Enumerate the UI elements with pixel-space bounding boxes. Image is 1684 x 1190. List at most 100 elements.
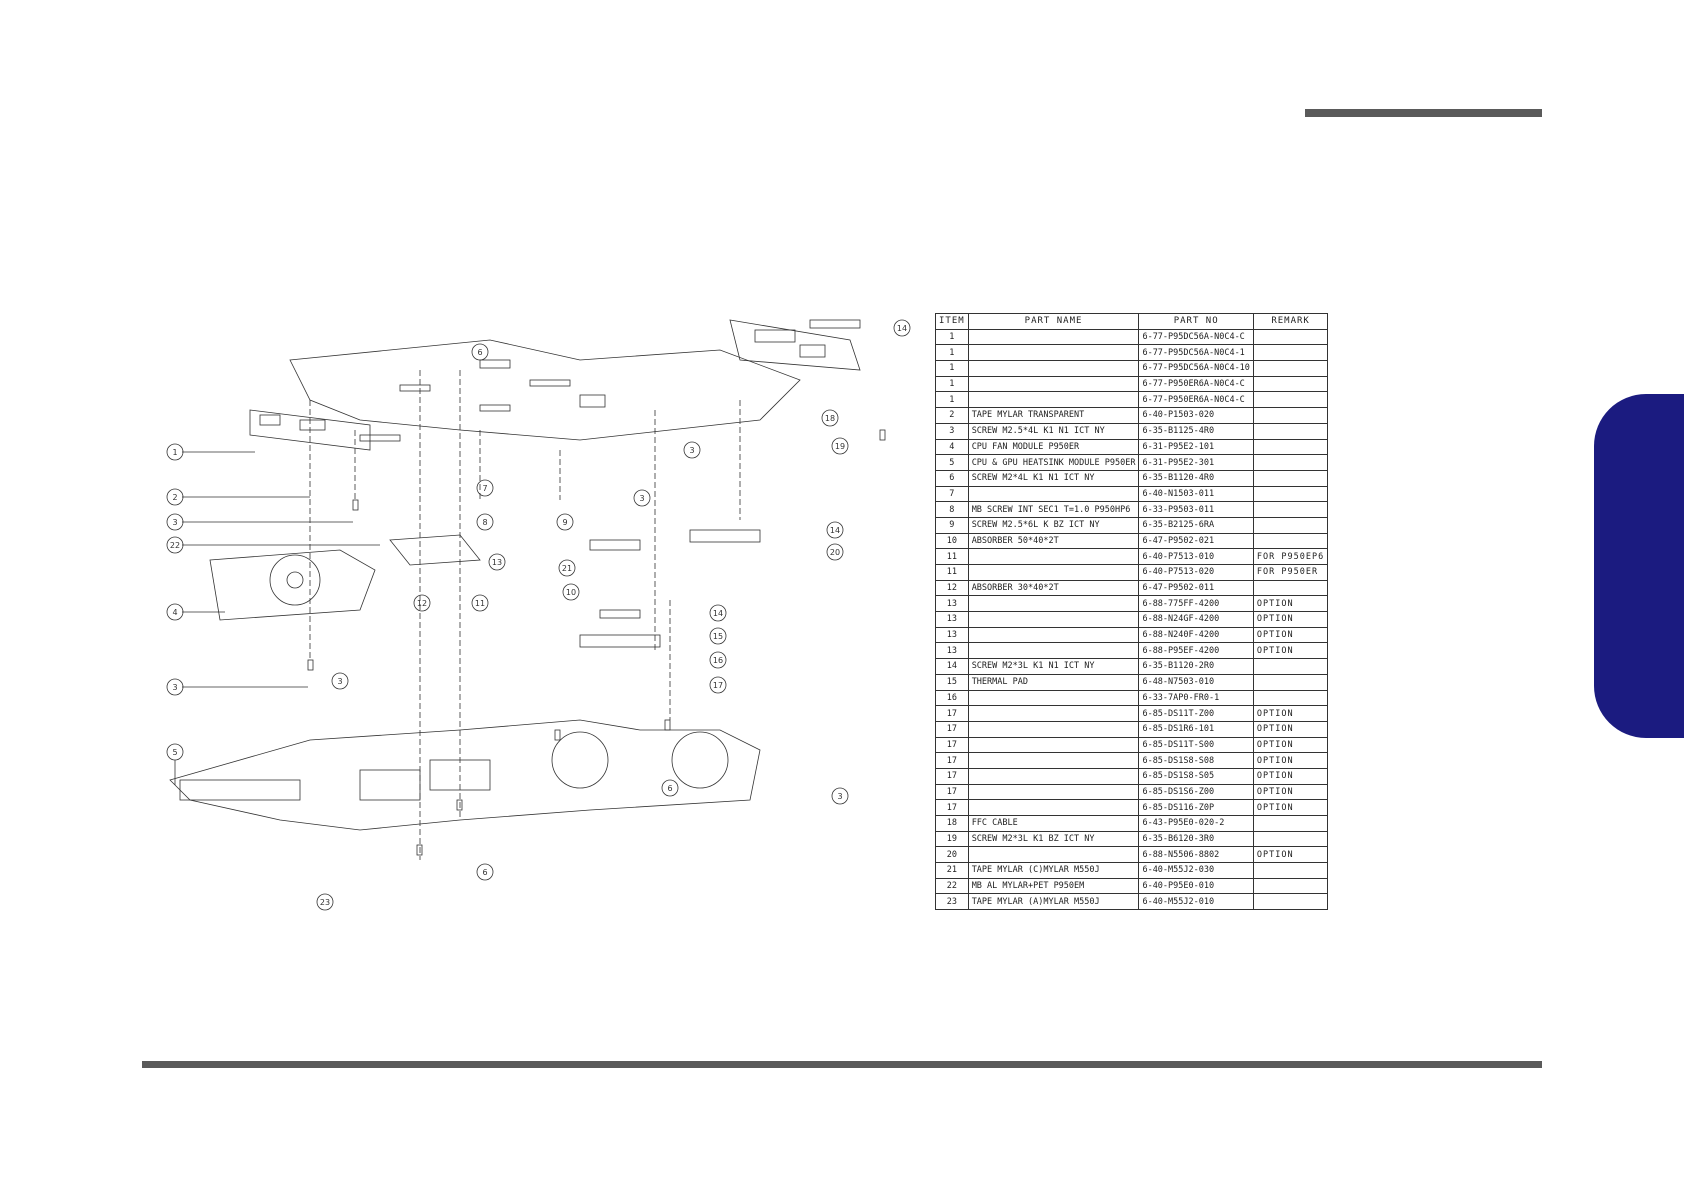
cell-item: 5	[935, 454, 969, 471]
callout-number: 14	[897, 324, 907, 333]
cell-item: 17	[935, 752, 969, 769]
cell-item: 7	[935, 485, 969, 503]
callout-number: 19	[835, 442, 845, 451]
cell-part-name: SCREW M2.5*6L K BZ ICT NY	[967, 516, 1140, 534]
cell-part-name	[967, 611, 1140, 628]
cell-part-no: 6-48-N7503-010	[1138, 673, 1254, 691]
cell-part-name: FFC CABLE	[967, 815, 1140, 832]
cell-item: 17	[935, 705, 969, 722]
cell-item: 1	[935, 344, 969, 362]
callout-number: 3	[639, 494, 644, 503]
header-rule	[1305, 109, 1542, 117]
callout-number: 2	[172, 493, 177, 502]
cell-part-name: SCREW M2*3L K1 BZ ICT NY	[967, 830, 1140, 848]
cell-remark	[1252, 360, 1329, 377]
callout-number: 3	[337, 677, 342, 686]
cell-part-name	[967, 595, 1140, 613]
header-remark: REMARK	[1252, 313, 1329, 330]
cell-part-name	[967, 736, 1140, 754]
callout-number: 15	[713, 632, 723, 641]
footer-rule	[142, 1061, 1542, 1068]
cell-item: 1	[935, 360, 969, 377]
cell-part-no: 6-40-N1503-011	[1138, 485, 1254, 503]
cell-part-name: SCREW M2*4L K1 N1 ICT NY	[967, 469, 1140, 487]
cell-part-no: 6-33-7AP0-FR0-1	[1138, 689, 1254, 707]
cell-item: 4	[935, 438, 969, 456]
cell-part-name: TAPE MYLAR TRANSPARENT	[967, 407, 1140, 424]
callout-number: 22	[170, 541, 180, 550]
callout-number: 14	[713, 609, 723, 618]
cpu-fan-part	[209, 549, 376, 621]
cell-item: 16	[935, 689, 969, 707]
cell-part-no: 6-85-DS1R6-101	[1138, 720, 1254, 738]
cell-part-name	[967, 783, 1140, 801]
cell-remark: OPTION	[1252, 720, 1329, 738]
cell-remark	[1252, 862, 1329, 879]
cell-part-name	[967, 720, 1140, 738]
cell-remark	[1252, 532, 1329, 550]
table-header-row: ITEM PART NAME PART NO REMARK	[935, 313, 1329, 330]
cell-item: 17	[935, 720, 969, 738]
dashed-guides	[309, 370, 741, 860]
cell-remark: FOR P950EP6	[1252, 548, 1329, 565]
cell-item: 13	[935, 611, 969, 628]
cell-part-name	[967, 767, 1140, 785]
mainboard-part	[289, 339, 801, 442]
callout-number: 1	[172, 448, 177, 457]
cell-part-no: 6-88-N240F-4200	[1138, 626, 1254, 644]
cell-part-no: 6-85-DS11T-Z00	[1138, 705, 1254, 722]
callout-number: 3	[172, 683, 177, 692]
cell-part-name	[967, 485, 1140, 503]
cell-remark	[1252, 893, 1329, 911]
callout-number: 23	[320, 898, 330, 907]
cell-item: 2	[935, 407, 969, 424]
cell-remark: OPTION	[1252, 736, 1329, 754]
cell-part-name	[967, 548, 1140, 565]
cell-part-name	[967, 344, 1140, 362]
cell-item: 13	[935, 595, 969, 613]
cell-remark	[1252, 689, 1329, 707]
callout-number: 8	[482, 518, 487, 527]
cell-part-no: 6-77-P95DC56A-N0C4-10	[1138, 360, 1254, 377]
cell-part-no: 6-47-P9502-021	[1138, 532, 1254, 550]
cell-part-name	[967, 375, 1140, 393]
callout-number: 6	[477, 348, 482, 357]
cell-remark: OPTION	[1252, 767, 1329, 785]
callout-number: 7	[482, 484, 487, 493]
cell-part-name: ABSORBER 30*40*2T	[967, 579, 1140, 597]
cell-remark: FOR P950ER	[1252, 564, 1329, 581]
cell-remark: OPTION	[1252, 626, 1329, 644]
callout-number: 3	[172, 518, 177, 527]
cell-part-no: 6-85-DS1S8-S08	[1138, 752, 1254, 769]
cell-remark: OPTION	[1252, 783, 1329, 801]
screw-marks	[307, 429, 886, 856]
callout-number: 21	[562, 564, 572, 573]
callout-number: 6	[667, 784, 672, 793]
cell-item: 17	[935, 767, 969, 785]
io-board-part	[729, 319, 861, 371]
cell-remark	[1252, 407, 1329, 424]
cell-part-no: 6-88-N5506-8802	[1138, 846, 1254, 864]
cell-part-no: 6-40-P7513-020	[1138, 564, 1254, 581]
cell-item: 10	[935, 532, 969, 550]
cell-remark: OPTION	[1252, 799, 1329, 816]
cell-item: 11	[935, 564, 969, 581]
cell-remark	[1252, 658, 1329, 675]
cell-remark	[1252, 469, 1329, 487]
